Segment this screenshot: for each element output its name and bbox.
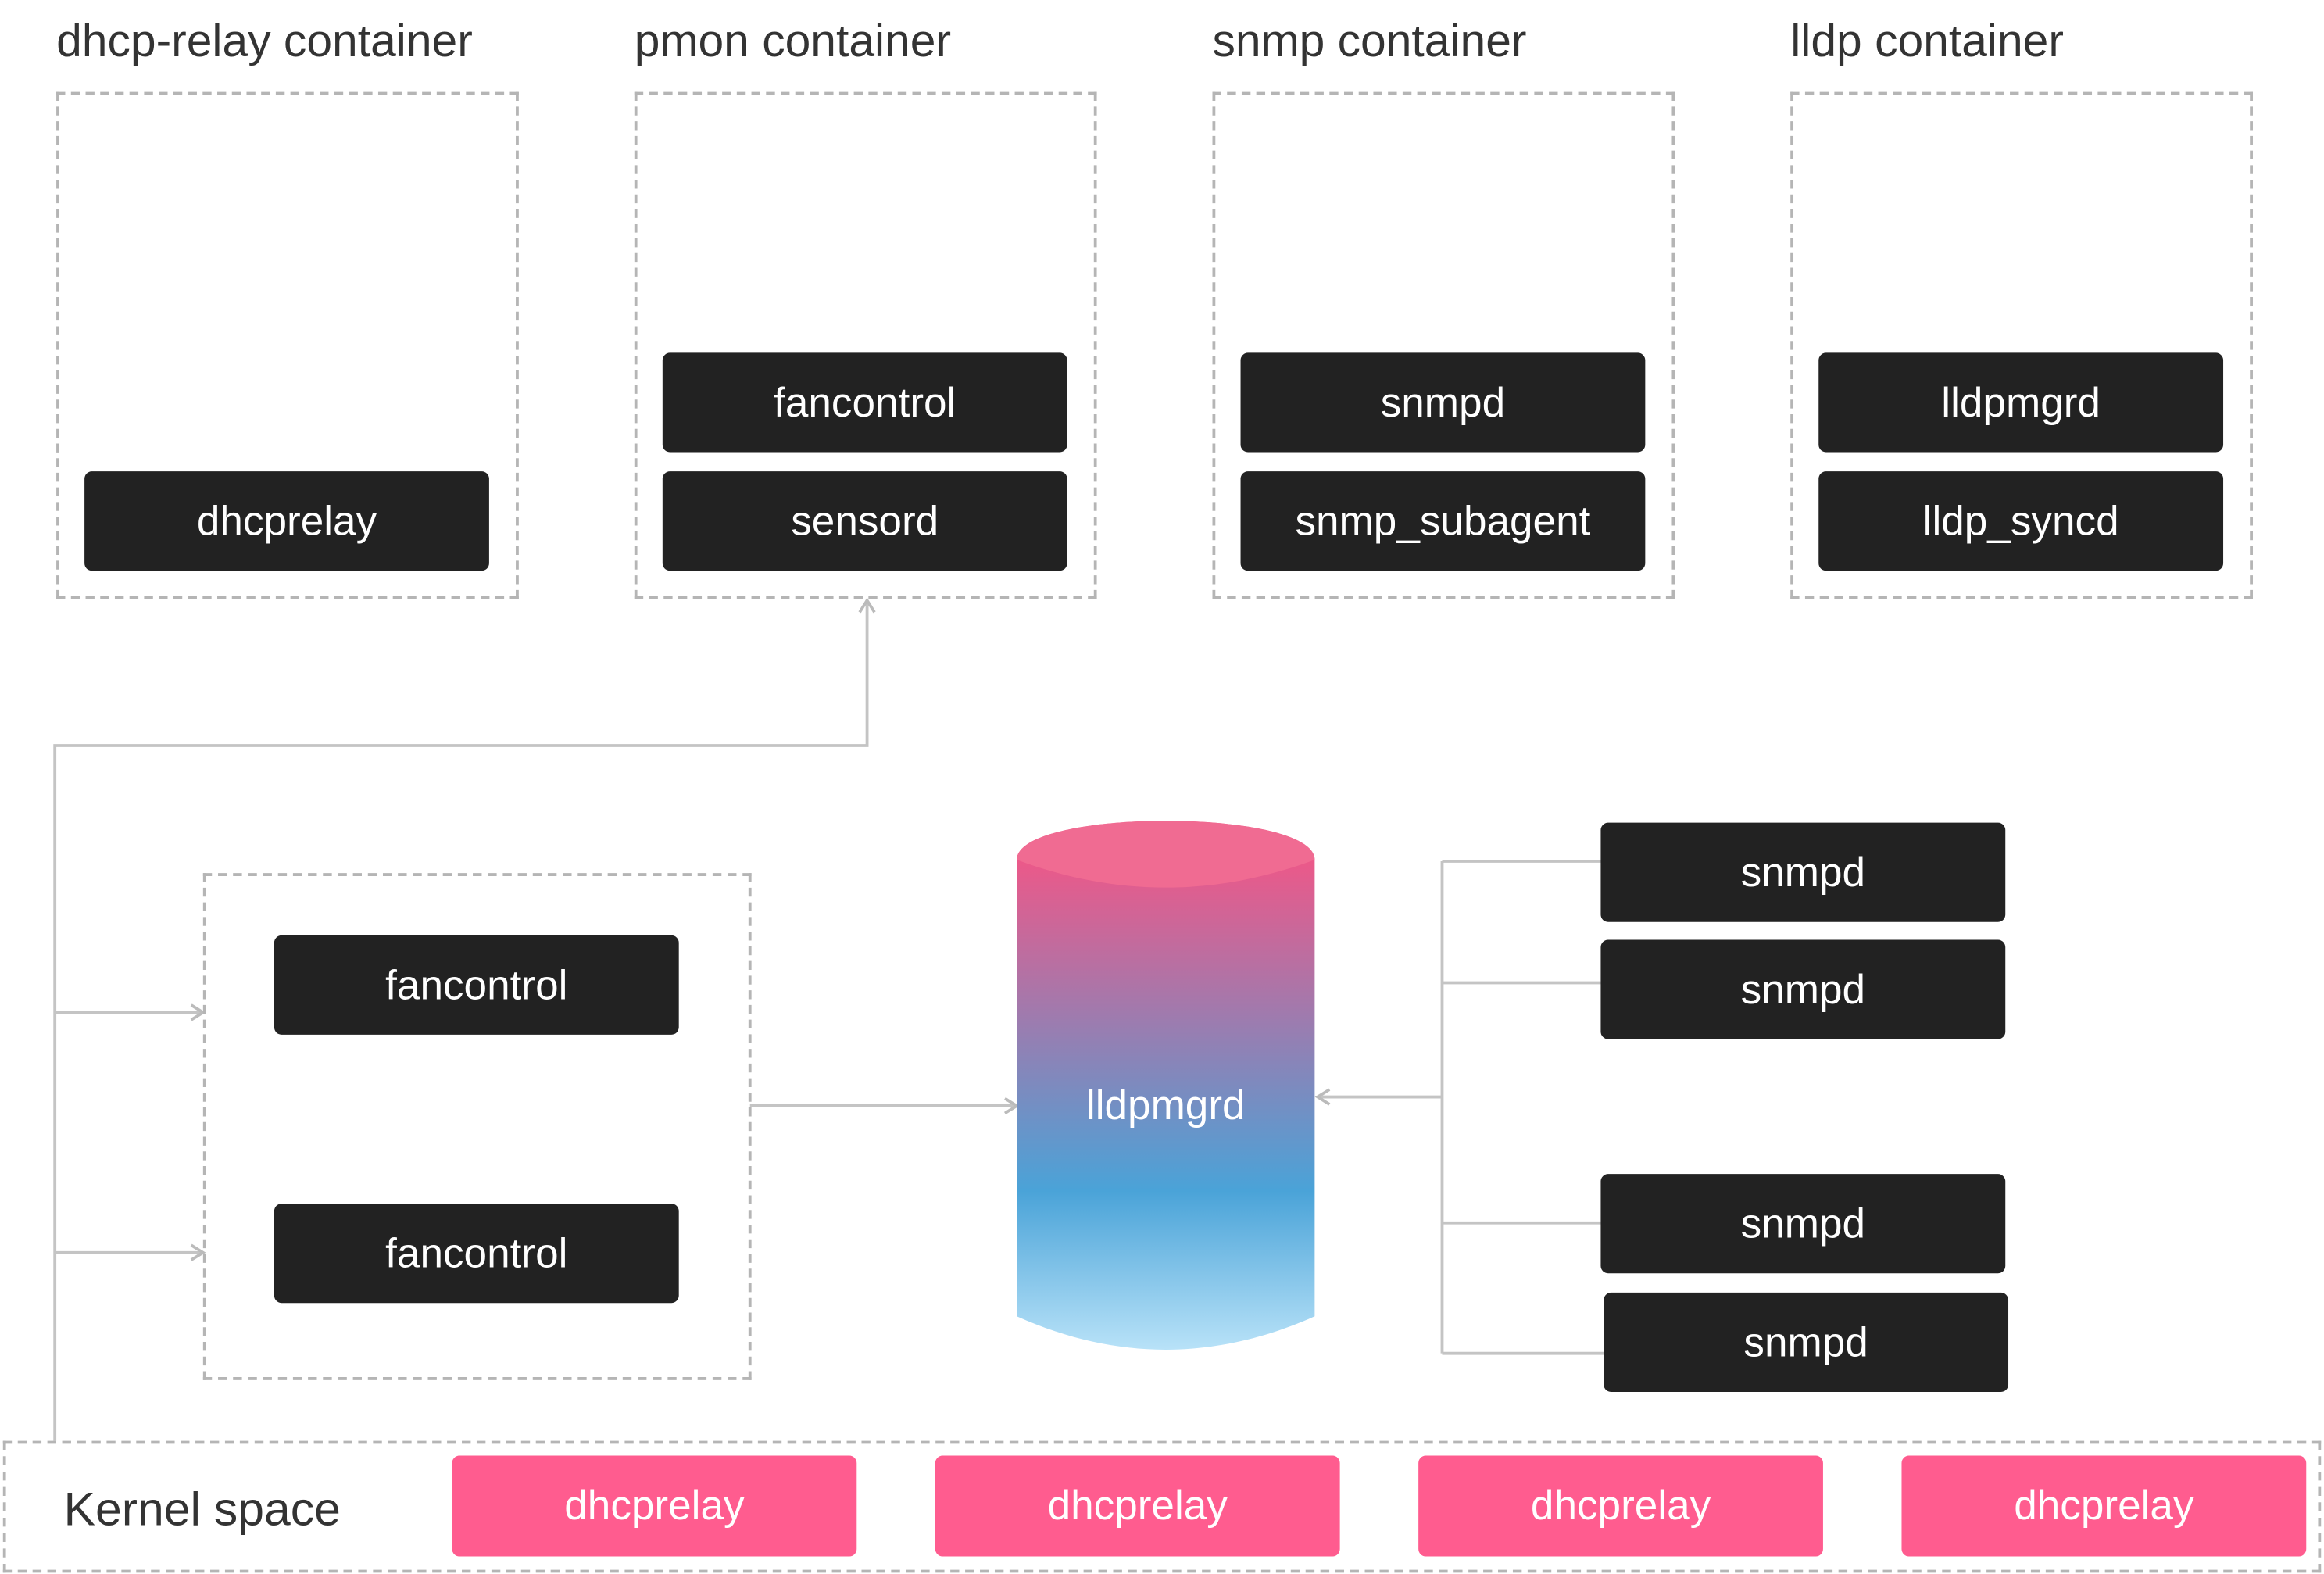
kernel-item-1: dhcprelay — [452, 1455, 857, 1557]
container-snmp — [1212, 91, 1675, 599]
process-sensord: sensord — [662, 471, 1067, 571]
kernel-space-group — [2, 1440, 2322, 1573]
right-process-1: snmpd — [1600, 822, 2006, 922]
kernel-item-2: dhcprelay — [935, 1455, 1340, 1557]
right-process-2: snmpd — [1600, 939, 2006, 1039]
container-lldp — [1790, 91, 2253, 599]
middle-process-2: fancontrol — [274, 1204, 679, 1304]
right-process-4: snmpd — [1604, 1292, 2009, 1393]
container-title-snmp: snmp container — [1212, 14, 1527, 67]
middle-process-1: fancontrol — [274, 935, 679, 1035]
container-dhcp-relay — [56, 91, 519, 599]
connector-to-pmon — [53, 597, 876, 1441]
connector-right-bus — [1440, 860, 1604, 1355]
container-pmon — [634, 91, 1097, 599]
process-lldpmgrd: lldpmgrd — [1818, 352, 2224, 453]
kernel-space-label: Kernel space — [63, 1482, 341, 1536]
database-cylinder — [1017, 821, 1315, 1350]
process-snmpd: snmpd — [1240, 352, 1646, 453]
database-label: lldpmgrd — [1085, 1082, 1246, 1129]
container-title-pmon: pmon container — [634, 14, 952, 67]
process-fancontrol: fancontrol — [662, 352, 1067, 453]
container-title-lldp: lldp container — [1790, 14, 2064, 67]
process-dhcprelay: dhcprelay — [84, 471, 489, 571]
process-lldp-syncd: lldp_syncd — [1818, 471, 2224, 571]
kernel-item-4: dhcprelay — [1901, 1455, 2307, 1557]
process-snmp-subagent: snmp_subagent — [1240, 471, 1646, 571]
kernel-item-3: dhcprelay — [1418, 1455, 1823, 1557]
right-process-3: snmpd — [1600, 1174, 2006, 1274]
middle-group — [202, 873, 752, 1380]
container-title-dhcp-relay: dhcp-relay container — [56, 14, 473, 67]
